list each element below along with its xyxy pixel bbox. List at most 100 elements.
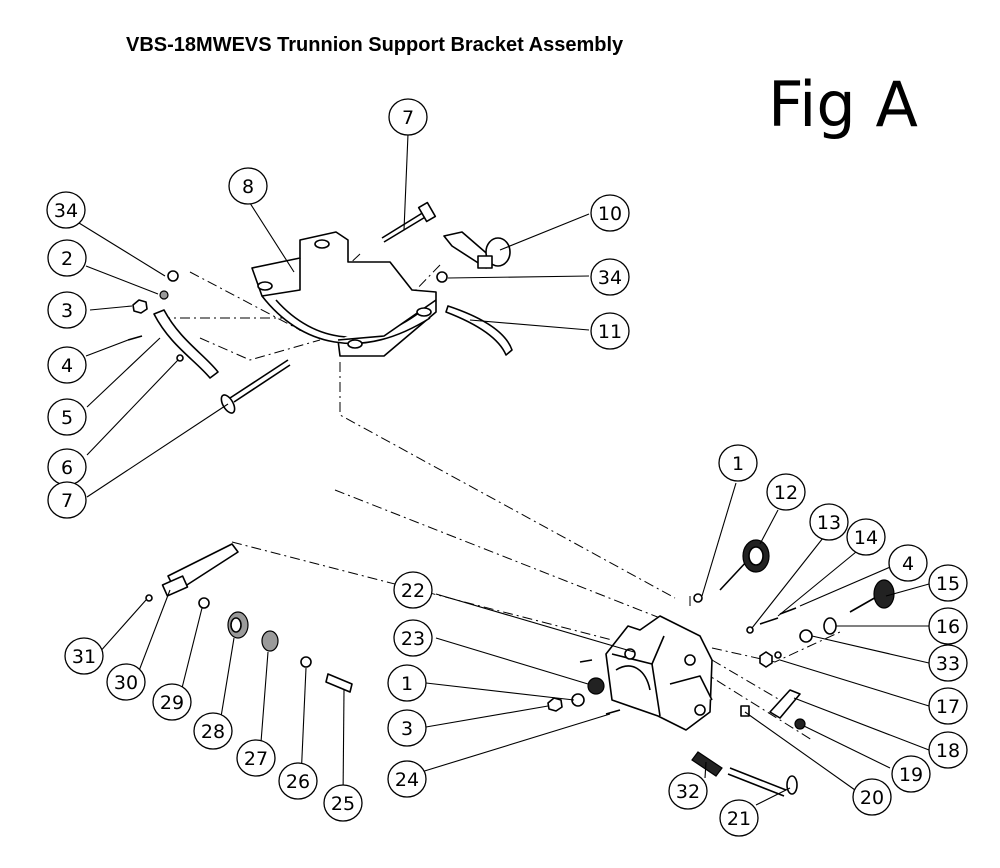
washer-part (167, 270, 179, 282)
shaft-assembly (145, 543, 353, 693)
washer-part (693, 593, 703, 603)
callout-number: 6 (61, 457, 73, 479)
callout-30: 30 (106, 663, 146, 701)
callout-23: 23 (393, 619, 433, 657)
callout-number: 7 (61, 490, 73, 512)
callout-number: 32 (676, 781, 700, 803)
adjusting-bolt-part (727, 767, 798, 797)
nut-part (759, 651, 773, 668)
callout-number: 26 (286, 771, 310, 793)
callout-number: 3 (61, 300, 73, 322)
callout-number: 31 (72, 646, 96, 668)
washer-part (436, 271, 448, 283)
callout-3: 3 (387, 709, 427, 747)
callout-circle (928, 731, 968, 769)
callout-number: 12 (774, 482, 798, 504)
callout-circle (106, 663, 146, 701)
gear-part (587, 677, 605, 695)
callout-number: 16 (936, 616, 960, 638)
callout-number: 18 (936, 740, 960, 762)
nut-part (746, 626, 754, 634)
callout-4: 4 (47, 346, 87, 384)
nut-part (132, 299, 148, 314)
washer-part (799, 629, 813, 643)
screw-part (794, 718, 806, 730)
callout-number: 33 (936, 653, 960, 675)
callout-circle (388, 98, 428, 136)
callout-number: 27 (244, 748, 268, 770)
callout-number: 17 (936, 696, 960, 718)
callout-26: 26 (278, 762, 318, 800)
callout-1: 1 (387, 664, 427, 702)
callout-18: 18 (928, 731, 968, 769)
callout-circle (393, 571, 433, 609)
callout-circle (393, 619, 433, 657)
callout-circle (323, 784, 363, 822)
callout-3: 3 (47, 291, 87, 329)
callout-6: 6 (47, 448, 87, 486)
callout-bubbles: 7834234567103411112131441516331718192021… (46, 98, 968, 837)
callout-number: 20 (860, 787, 884, 809)
callout-number: 8 (242, 176, 254, 198)
callout-8: 8 (228, 167, 268, 205)
support-bracket-part (605, 615, 713, 731)
screw-part (605, 709, 621, 715)
callout-circle (47, 346, 87, 384)
washer-part (823, 617, 837, 635)
callout-7: 7 (47, 481, 87, 519)
callout-number: 28 (201, 721, 225, 743)
callout-circle (590, 258, 630, 296)
diagram-title: VBS-18MWEVS Trunnion Support Bracket Ass… (126, 34, 624, 56)
callout-7: 7 (388, 98, 428, 136)
callout-circle (278, 762, 318, 800)
callout-circle (193, 712, 233, 750)
callout-circle (719, 799, 759, 837)
callout-circle (47, 398, 87, 436)
pointer-part (153, 309, 219, 379)
callout-circle (718, 444, 758, 482)
callout-33: 33 (928, 644, 968, 682)
lock-washer-part (159, 290, 169, 300)
figure-label: Fig A (768, 68, 918, 141)
carriage-bolt-part (220, 359, 291, 414)
callout-number: 34 (598, 267, 622, 289)
scale-part (445, 305, 513, 356)
callout-22: 22 (393, 571, 433, 609)
callout-25: 25 (323, 784, 363, 822)
callout-number: 21 (727, 808, 751, 830)
pin-part (759, 617, 779, 625)
callout-16: 16 (928, 607, 968, 645)
callout-number: 1 (732, 453, 744, 475)
trunnion-bracket-part (251, 231, 437, 357)
pin-part (740, 705, 750, 717)
assembly-lines (160, 253, 841, 741)
bracket-part (769, 689, 801, 719)
callout-circle (928, 564, 968, 602)
callout-2: 2 (47, 239, 87, 277)
handwheel-part (719, 539, 770, 591)
callout-number: 3 (401, 718, 413, 740)
callout-number: 22 (401, 580, 425, 602)
callout-circle (590, 194, 630, 232)
screw-part (779, 607, 797, 615)
callout-17: 17 (928, 687, 968, 725)
callout-circle (64, 637, 104, 675)
callout-circle (668, 772, 708, 810)
callout-number: 11 (598, 321, 622, 343)
callout-number: 1 (401, 673, 413, 695)
nut-part (547, 697, 563, 712)
callout-number: 30 (114, 672, 138, 694)
callout-circle (590, 312, 630, 350)
callout-34: 34 (46, 191, 86, 229)
callout-number: 14 (854, 527, 878, 549)
washer-part (774, 651, 782, 659)
callout-10: 10 (590, 194, 630, 232)
callout-number: 19 (899, 764, 923, 786)
screw-part (176, 354, 184, 362)
callout-19: 19 (891, 755, 931, 793)
screw-part (127, 335, 143, 341)
callout-32: 32 (668, 772, 708, 810)
callout-circle (928, 687, 968, 725)
callout-number: 4 (61, 355, 73, 377)
callout-circle (891, 755, 931, 793)
